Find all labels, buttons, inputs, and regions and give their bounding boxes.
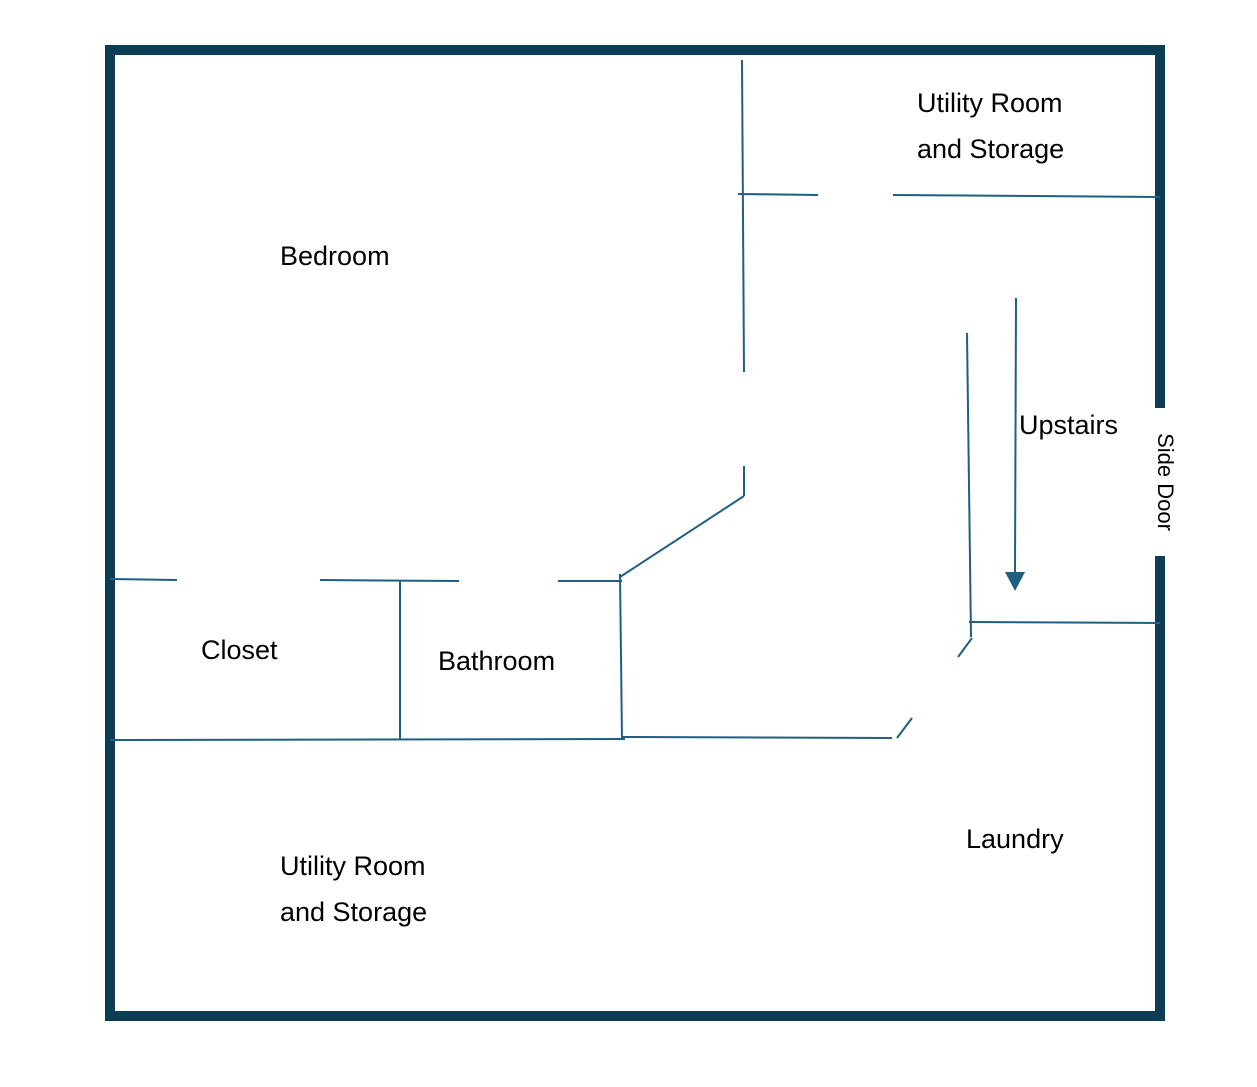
label-laundry: Laundry: [966, 824, 1064, 854]
wall-stair-west: [966, 332, 972, 638]
wall-bathroom-east: [619, 573, 623, 741]
outer-wall: [105, 45, 1165, 1021]
label-utility-top-line1: Utility Room: [917, 88, 1063, 118]
wall-utility-bottom-north-west: [109, 738, 626, 741]
wall-laundry-door-jamb-low: [896, 717, 913, 739]
label-utility-top-line2: and Storage: [917, 134, 1064, 164]
wall-stair-south: [968, 621, 1161, 624]
wall-utility-top-south: [892, 194, 1161, 198]
wall-closet-north-east: [319, 579, 460, 582]
inner-walls: [109, 59, 1161, 741]
label-utility-bottom-line2: and Storage: [280, 897, 427, 927]
arrow-down-icon: [1005, 572, 1025, 591]
label-closet: Closet: [201, 635, 278, 665]
label-utility-bottom-line1: Utility Room: [280, 851, 426, 881]
label-upstairs: Upstairs: [1019, 410, 1118, 440]
wall-utility-top-stub: [737, 193, 819, 196]
wall-utility-bottom-north-east: [621, 736, 893, 739]
stair-arrow-shaft: [1014, 297, 1017, 575]
wall-laundry-door-jamb-high: [957, 637, 973, 658]
wall-bedroom-diagonal: [619, 495, 745, 578]
outer-walls: [105, 45, 1165, 1021]
stair-arrow: [1005, 297, 1025, 591]
label-bedroom: Bedroom: [280, 241, 390, 271]
label-bathroom: Bathroom: [438, 646, 555, 676]
wall-closet-north-west: [109, 578, 178, 581]
label-side-door: Side Door: [1153, 433, 1178, 531]
wall-bedroom-east-upper: [741, 59, 745, 373]
